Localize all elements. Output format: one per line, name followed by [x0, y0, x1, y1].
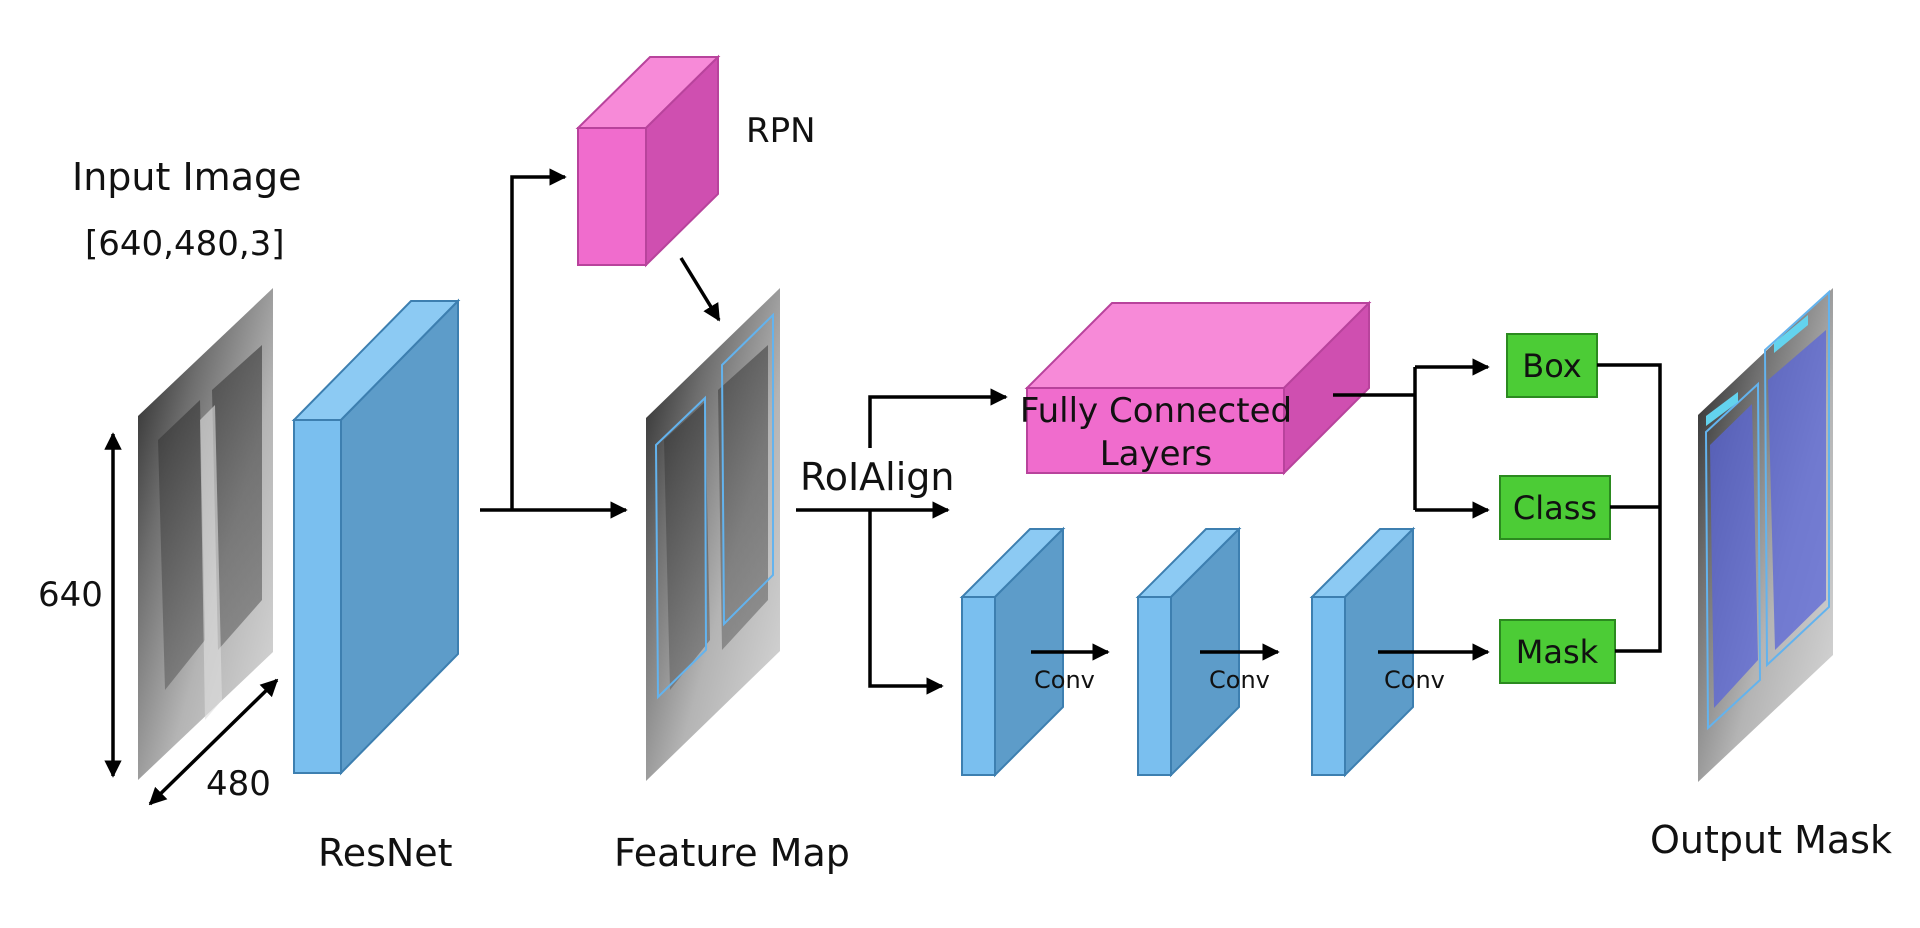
fc-label-line2: Layers [1100, 434, 1213, 474]
resnet-to-rpn-arrow [510, 168, 567, 510]
rpn-label: RPN [746, 111, 816, 151]
width-dimension-arrow [148, 678, 279, 806]
roialign-to-fc-arrow [868, 388, 1008, 448]
box-output-label: Box [1522, 347, 1581, 385]
resnet-block [291, 298, 461, 776]
output-mask-label: Output Mask [1650, 818, 1892, 862]
resnet-label: ResNet [318, 831, 453, 875]
feature-map-label: Feature Map [614, 831, 850, 875]
height-dimension-label: 640 [38, 575, 103, 615]
conv-label-3: Conv [1384, 666, 1445, 694]
width-dimension-label: 480 [206, 764, 271, 804]
input-shape-label: [640,480,3] [85, 224, 285, 264]
conv-label-1: Conv [1034, 666, 1095, 694]
feature-map-image [646, 288, 780, 781]
class-output-label: Class [1513, 489, 1597, 527]
mask-output: Mask [1499, 619, 1616, 684]
input-image-title: Input Image [72, 155, 301, 199]
class-output: Class [1499, 475, 1611, 540]
output-mask-image [1698, 288, 1833, 782]
conv-label-2: Conv [1209, 666, 1270, 694]
roialign-label: RoIAlign [800, 455, 954, 499]
roialign-to-conv-arrow [868, 510, 944, 695]
fully-connected-block [1024, 300, 1372, 476]
conv-block-1 [959, 526, 1066, 778]
fc-label-line1: Fully Connected [1020, 391, 1292, 431]
box-output: Box [1506, 333, 1598, 398]
input-xray-image [138, 288, 273, 780]
rpn-block [575, 54, 721, 268]
rpn-to-feature-map-arrow [679, 257, 721, 322]
mask-output-label: Mask [1516, 633, 1599, 671]
